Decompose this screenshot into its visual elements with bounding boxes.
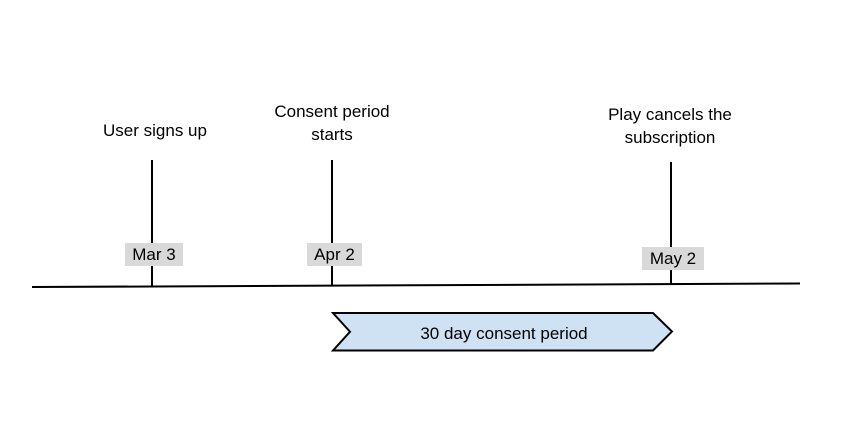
timeline-axis-line bbox=[31, 282, 801, 288]
consent-ribbon-label: 30 day consent period bbox=[420, 324, 588, 343]
event-label-consent-period-starts: Consent period starts bbox=[274, 102, 390, 144]
consent-ribbon-shape bbox=[330, 312, 674, 352]
date-chip-mar-3: Mar 3 bbox=[125, 243, 183, 266]
event-label-play-cancels-subscription: Play cancels the subscription bbox=[608, 105, 732, 147]
event-stem-mar-3 bbox=[151, 160, 153, 287]
date-chip-may-2: May 2 bbox=[642, 247, 704, 270]
date-chip-apr-2: Apr 2 bbox=[307, 243, 362, 266]
event-stem-apr-2 bbox=[331, 160, 333, 286]
event-stem-may-2 bbox=[670, 162, 672, 284]
event-label-user-signs-up: User signs up bbox=[103, 121, 207, 140]
